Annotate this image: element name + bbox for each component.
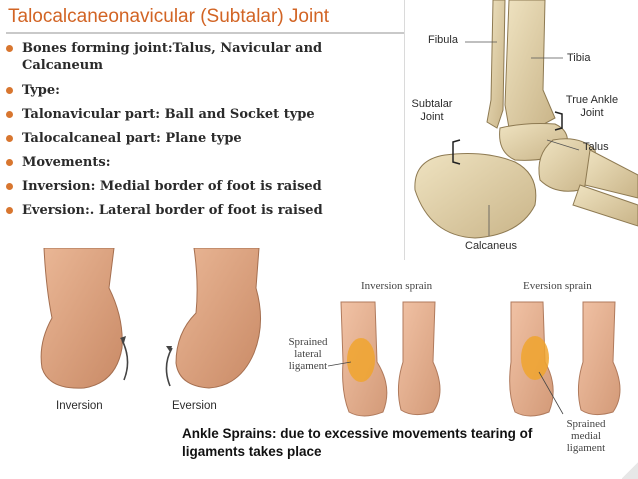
bullet-list: Bones forming joint:Talus, Navicular and… — [6, 40, 346, 226]
bullet-item: Inversion: Medial border of foot is rais… — [6, 178, 346, 195]
inversion-sprain-title: Inversion sprain — [361, 280, 433, 292]
inversion-label: Inversion — [56, 400, 103, 412]
medial-ligament-label: Sprained medial ligament — [566, 418, 606, 454]
title-bar: Talocalcaneonavicular (Subtalar) Joint — [0, 0, 404, 34]
slide-title: Talocalcaneonavicular (Subtalar) Joint — [8, 6, 330, 27]
bullet-text: Type: — [22, 83, 60, 98]
bullet-item: Eversion:. Lateral border of foot is rai… — [6, 202, 346, 219]
ankle-bones-illustration — [414, 0, 638, 239]
eversion-label: Eversion — [172, 400, 217, 412]
subtalar-joint-label: Subtalar Joint — [411, 98, 453, 123]
eversion-sprain-title: Eversion sprain — [523, 280, 592, 292]
bullet-dot-icon — [6, 111, 13, 118]
ankle-sprain-figure: Inversion sprain Eversion sprain Spraine… — [283, 262, 638, 462]
feet-illustration — [40, 248, 262, 389]
bullet-dot-icon — [6, 159, 13, 166]
bullet-item: Type: — [6, 82, 346, 99]
title-underline — [6, 32, 404, 34]
bullet-item: Movements: — [6, 154, 346, 171]
lateral-ligament-label: Sprained lateral ligament — [288, 336, 328, 372]
tibia-label: Tibia — [567, 52, 591, 64]
calcaneus-label: Calcaneus — [465, 240, 517, 252]
bullet-dot-icon — [6, 183, 13, 190]
bullet-item: Bones forming joint:Talus, Navicular and… — [6, 40, 346, 74]
bullet-text: Talonavicular part: Ball and Socket type — [22, 107, 315, 122]
bullet-dot-icon — [6, 87, 13, 94]
bullet-dot-icon — [6, 135, 13, 142]
true-ankle-joint-label: True Ankle Joint — [565, 94, 619, 119]
bullet-text: Talocalcaneal part: Plane type — [22, 131, 242, 146]
talus-label: Talus — [583, 141, 609, 153]
fibula-label: Fibula — [428, 34, 458, 46]
bullet-dot-icon — [6, 207, 13, 214]
bullet-text: Bones forming joint:Talus, Navicular and… — [22, 41, 323, 73]
ankle-bone-diagram: Fibula Tibia Subtalar Joint True Ankle J… — [405, 0, 638, 262]
bullet-item: Talocalcaneal part: Plane type — [6, 130, 346, 147]
bullet-text: Movements: — [22, 155, 111, 170]
sprain-feet-illustration — [327, 301, 621, 417]
bullet-text: Eversion:. Lateral border of foot is rai… — [22, 203, 323, 218]
page-curl — [622, 462, 638, 479]
sprain-caption: Ankle Sprains: due to excessive movement… — [182, 426, 533, 459]
bullet-text: Inversion: Medial border of foot is rais… — [22, 179, 322, 194]
frame-divider — [404, 0, 405, 260]
inversion-eversion-photos: Inversion Eversion — [4, 248, 284, 418]
bullet-item: Talonavicular part: Ball and Socket type — [6, 106, 346, 123]
bullet-dot-icon — [6, 45, 13, 52]
